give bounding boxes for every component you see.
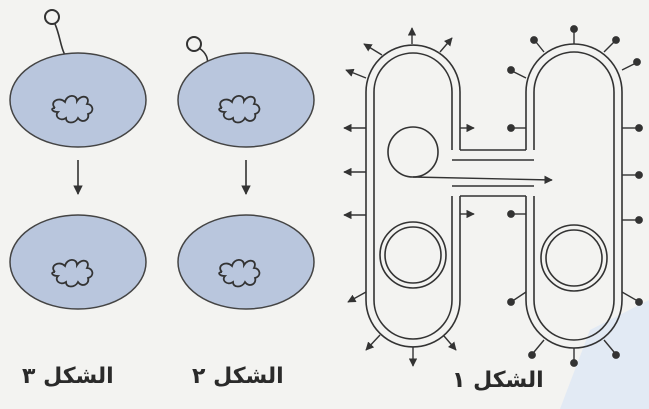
- figure-1: [365, 43, 623, 349]
- plasmid-right-bottom: [540, 224, 608, 292]
- plasmid-left-top: [387, 126, 439, 178]
- caption-figure-2: الشكل ٢: [192, 364, 284, 389]
- dna-strand-bottom-fig2: [218, 258, 261, 288]
- figure-3: [9, 9, 147, 310]
- fimbriae-right-cell: [507, 25, 643, 367]
- bacterial-cell-bottom-fig3: [9, 214, 147, 310]
- dna-strand-bottom-fig3: [51, 258, 94, 288]
- caption-figure-1: الشكل ١: [452, 368, 544, 393]
- phage-head-fig3: [44, 9, 60, 25]
- plasmid-left-bottom: [379, 221, 447, 289]
- right-cell-outer: [525, 43, 623, 349]
- caption-figure-3: الشكل ٣: [22, 364, 114, 389]
- dna-strand-top-fig2: [218, 94, 261, 124]
- dna-transfer-arrow: [412, 175, 553, 185]
- dna-strand-top-fig3: [51, 94, 94, 124]
- pili-left-cell: [343, 27, 475, 367]
- left-cell-outer: [365, 44, 461, 348]
- corner-accent: [560, 300, 649, 409]
- left-cell-inner: [373, 52, 453, 340]
- right-cell-inner: [533, 51, 615, 341]
- bacterial-cell-top-fig2: [177, 52, 315, 148]
- phage-head-fig2: [186, 36, 202, 52]
- figure-2: [177, 36, 315, 310]
